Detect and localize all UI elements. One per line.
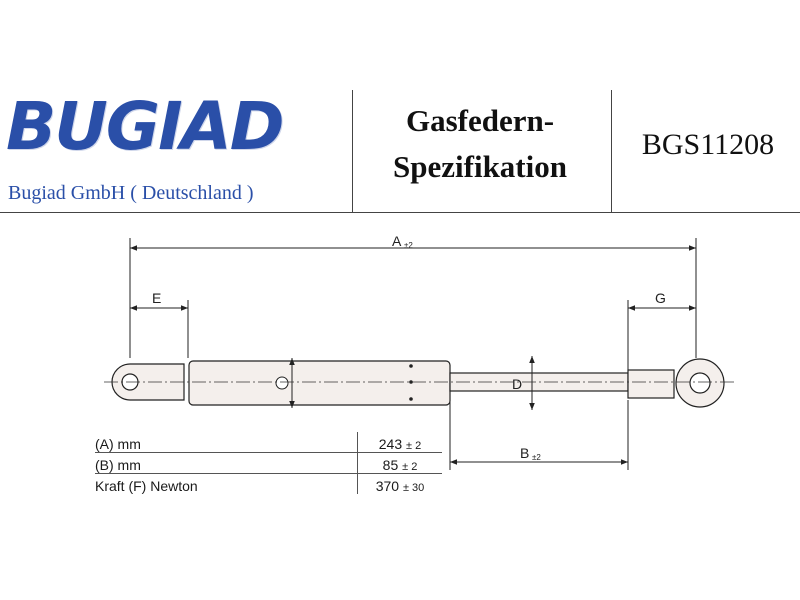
right-eyelet-hole [689, 372, 711, 394]
spec-table: (A) mm 243 ± 2 (B) mm 85 ± 2 Kraft (F) N… [95, 432, 442, 494]
header-divider-2 [611, 90, 612, 212]
title-line-1: Gasfedern- [405, 103, 555, 138]
spec-tolerance: ± 2 [402, 461, 418, 473]
spec-row: (B) mm 85 ± 2 [95, 452, 442, 474]
spec-value-cell: 370 ± 30 [357, 473, 442, 494]
dim-e-label: E [152, 290, 161, 306]
spec-row: Kraft (F) Newton 370 ± 30 [95, 473, 442, 494]
company-name: Bugiad GmbH ( Deutschland ) [8, 182, 254, 204]
spec-value-cell: 243 ± 2 [357, 432, 442, 453]
spec-row: (A) mm 243 ± 2 [95, 432, 442, 453]
title-line-2: Spezifikation [393, 149, 567, 184]
spec-label: Kraft (F) Newton [95, 478, 198, 494]
body-dot [409, 380, 413, 384]
dim-a-label: A [392, 233, 402, 249]
brand-logo: BUGIAD [6, 88, 284, 165]
spec-value-cell: 85 ± 2 [357, 452, 442, 474]
spec-value: 243 [378, 436, 403, 452]
spec-value: 85 [382, 457, 399, 473]
dim-a-tolerance: ±2 [404, 241, 413, 250]
spec-title: Gasfedern- Spezifikation [356, 98, 604, 190]
spec-label: (A) mm [95, 432, 358, 453]
dim-d-label: D [512, 376, 522, 392]
spec-tolerance: ± 30 [402, 482, 425, 494]
header-divider-1 [352, 90, 353, 212]
dim-b-tolerance: ±2 [532, 453, 541, 462]
spec-value: 370 [375, 478, 400, 494]
header-bottom-rule [0, 212, 800, 213]
body-dot [409, 364, 413, 368]
right-collar [627, 369, 675, 399]
dim-g-label: G [655, 290, 666, 306]
dim-b-label: B [520, 445, 529, 461]
part-number: BGS11208 [641, 128, 775, 161]
spec-tolerance: ± 2 [406, 440, 422, 452]
cylinder-port [275, 376, 289, 390]
spec-label: (B) mm [95, 452, 358, 474]
body-dot [409, 397, 413, 401]
